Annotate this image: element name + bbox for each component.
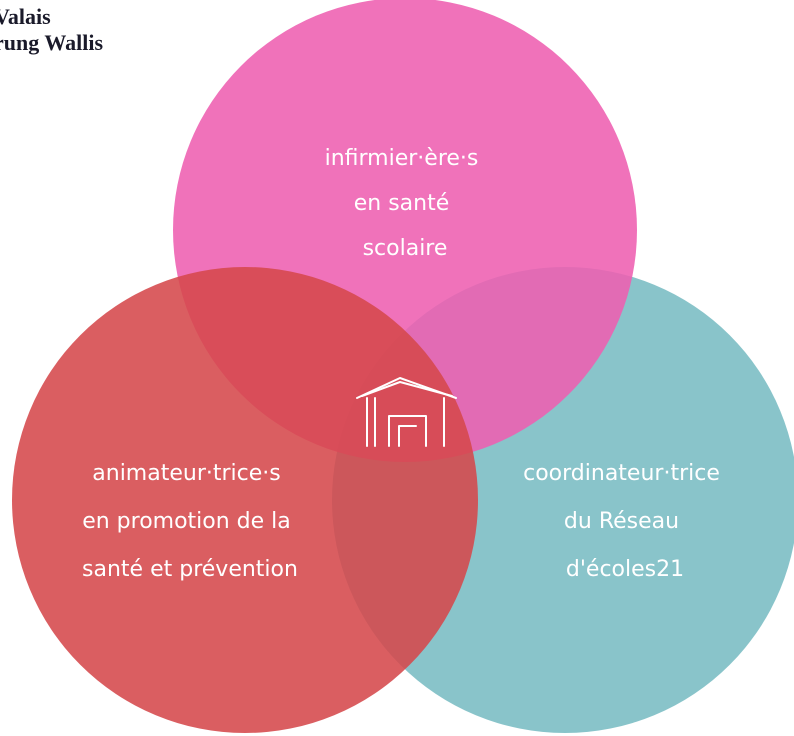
organization-header: Valais rung Wallis bbox=[0, 4, 103, 56]
circle-right-label-line-3: d'écoles21 bbox=[566, 557, 684, 582]
circle-top-label: infirmier·ère·s en santé scolaire bbox=[325, 146, 486, 261]
school-house-icon bbox=[356, 377, 457, 447]
circle-top-label-line-2: en santé bbox=[354, 191, 450, 216]
circle-left-label: animateur·trice·s en promotion de la san… bbox=[82, 461, 298, 582]
circle-left-label-line-2: en promotion de la bbox=[82, 509, 291, 534]
circle-left-label-line-3: santé et prévention bbox=[82, 557, 298, 582]
circle-top-label-line-3: scolaire bbox=[363, 236, 448, 261]
circle-left-label-line-1: animateur·trice·s bbox=[92, 461, 280, 486]
circle-right-label-line-2: du Réseau bbox=[564, 509, 679, 534]
circle-right-label-line-1: coordinateur·trice bbox=[523, 461, 720, 486]
circle-left bbox=[12, 267, 478, 733]
circle-top-label-line-1: infirmier·ère·s bbox=[325, 146, 479, 171]
circle-right-label: coordinateur·trice du Réseau d'écoles21 bbox=[523, 461, 727, 582]
organization-name-line-1: Valais bbox=[0, 4, 51, 29]
organization-name-line-2: rung Wallis bbox=[0, 30, 104, 55]
